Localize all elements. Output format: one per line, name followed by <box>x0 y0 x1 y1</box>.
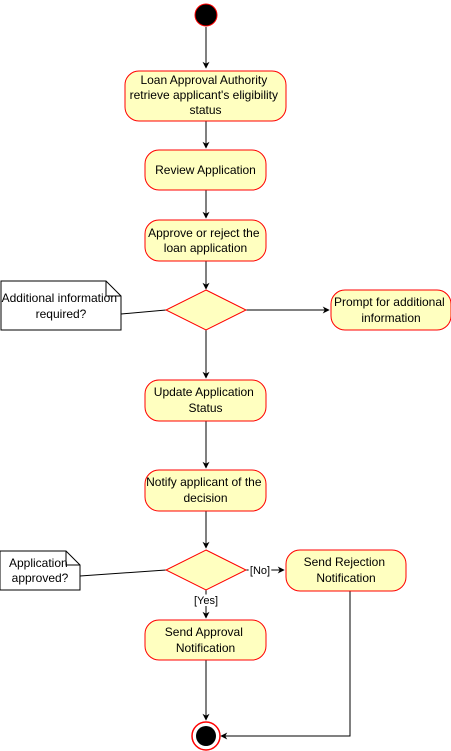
svg-text:Send Approval Notificati: Send Approval Notification <box>165 625 246 655</box>
svg-text:Application approved?: Application approved? <box>9 556 71 585</box>
activity-update-status[interactable]: Update Application Status <box>144 379 267 422</box>
node-label-line: loan application <box>164 241 247 255</box>
node-label-line: Update Application <box>154 385 254 399</box>
node-label-line: Review Application <box>155 163 256 177</box>
note-label-line: required? <box>36 307 87 321</box>
activity-retrieve-eligibility[interactable]: Loan Approval Authority retrieve applica… <box>124 70 287 122</box>
node-label-line: retrieve applicant's eligibility <box>130 88 278 102</box>
decision-additional-info[interactable] <box>164 289 248 331</box>
activity-prompt-additional-info[interactable]: Prompt for additional information <box>330 289 451 331</box>
note-label-line: approved? <box>12 571 69 585</box>
node-label-line: decision <box>183 491 227 505</box>
node-label-line: Notify applicant of the <box>146 475 262 489</box>
activity-review-application[interactable]: Review Application <box>144 149 267 191</box>
svg-text:Prompt for additional in: Prompt for additional information <box>334 295 448 325</box>
decision-application-approved[interactable] <box>164 549 248 591</box>
activity-send-approval[interactable]: Send Approval Notification <box>144 619 267 661</box>
end-node[interactable] <box>191 721 221 751</box>
node-label-line: Notification <box>176 641 235 655</box>
svg-text:Send Rejection Notificat: Send Rejection Notification <box>304 555 389 585</box>
note-label-line: Additional information <box>2 291 117 305</box>
node-label-line: Approve or reject the <box>148 226 260 240</box>
edge-rejection-to-end <box>220 591 351 740</box>
node-label-line: Notification <box>316 571 375 585</box>
note-additional-info-required[interactable]: Additional information required? <box>0 280 122 331</box>
node-label-line: information <box>361 311 420 325</box>
svg-text:Additional information r: Additional information required? <box>2 291 121 321</box>
edge-label-no: [No] <box>250 565 270 577</box>
edge-label-yes: [Yes] <box>194 595 218 607</box>
node-label-line: Send Rejection <box>304 555 385 569</box>
node-label-line: Status <box>188 401 222 415</box>
svg-text:Update Application Statu: Update Application Status <box>154 385 257 415</box>
svg-text:Review Application: Review Application <box>155 163 256 177</box>
node-label-line: Prompt for additional <box>334 295 445 309</box>
node-label-line: Send Approval <box>165 625 243 639</box>
activity-approve-or-reject[interactable]: Approve or reject the loan application <box>144 219 267 262</box>
activity-send-rejection[interactable]: Send Rejection Notification <box>285 549 407 592</box>
edges <box>79 27 351 740</box>
svg-text:Loan Approval Authority: Loan Approval Authority retrieve applica… <box>130 73 282 117</box>
node-label-line: status <box>189 103 221 117</box>
note-application-approved[interactable]: Application approved? <box>0 550 81 591</box>
activity-notify-applicant[interactable]: Notify applicant of the decision <box>144 469 267 512</box>
note-label-line: Application <box>9 556 68 570</box>
svg-text:Notify applicant of the: Notify applicant of the decision <box>146 475 265 505</box>
start-node[interactable] <box>194 3 218 27</box>
note-connector-application-approved <box>79 569 167 577</box>
note-connector-additional-info <box>120 309 167 315</box>
svg-text:Approve or reject the lo: Approve or reject the loan application <box>148 226 263 255</box>
node-label-line: Loan Approval Authority <box>140 73 267 87</box>
